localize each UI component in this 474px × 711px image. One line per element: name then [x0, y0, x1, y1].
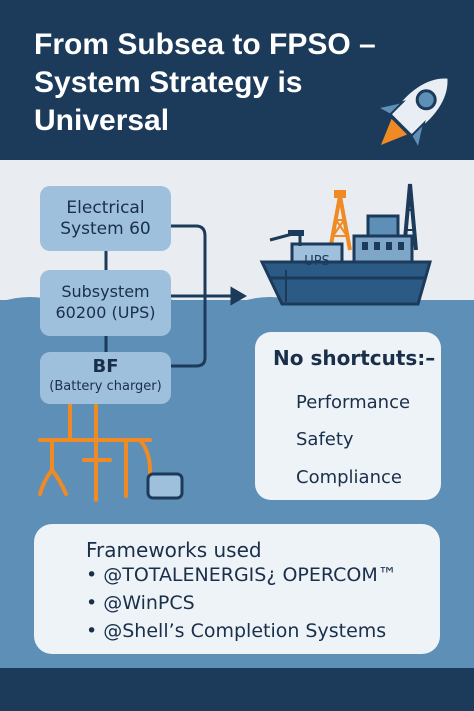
shortcut-label: Compliance [296, 466, 402, 488]
framework-item: • @Shell’s Completion Systems [86, 620, 387, 642]
subsystem-ups-box: Subsystem 60200 (UPS) [40, 270, 171, 336]
footer-band [0, 668, 474, 711]
electrical-system-box: Electrical System 60 [40, 186, 171, 251]
frameworks-title: Frameworks used [86, 538, 262, 562]
framework-item: • @TOTALENERGIS¿ OPERCOM™ [86, 564, 397, 586]
frameworks-card: Frameworks used • @TOTALENERGIS¿ OPERCOM… [34, 524, 440, 654]
shortcut-item-compliance: Compliance [296, 463, 402, 491]
shortcut-label: Safety [296, 428, 354, 450]
shortcut-label: Performance [296, 391, 411, 413]
framework-item: • @WinPCS [86, 592, 195, 614]
rocket-icon [374, 75, 451, 152]
subsea-structure-icon [38, 402, 152, 502]
shortcut-item-safety: Safety [296, 425, 354, 453]
shortcuts-title: No shortcuts:– [273, 346, 436, 370]
battery-charger-title: BF [92, 356, 119, 377]
page-title: From Subsea to FPSO – System Strategy is… [34, 28, 376, 137]
shortcut-item-performance: Performance [296, 388, 410, 416]
ship-ups-label: UPS [304, 254, 330, 269]
battery-charger-box: BF (Battery charger) [40, 352, 171, 404]
ship-icon [259, 183, 432, 306]
battery-charger-subtitle: (Battery charger) [49, 379, 162, 394]
subsea-module [146, 472, 184, 500]
connector-lines [104, 224, 247, 368]
shortcuts-card: No shortcuts:– [255, 332, 441, 500]
